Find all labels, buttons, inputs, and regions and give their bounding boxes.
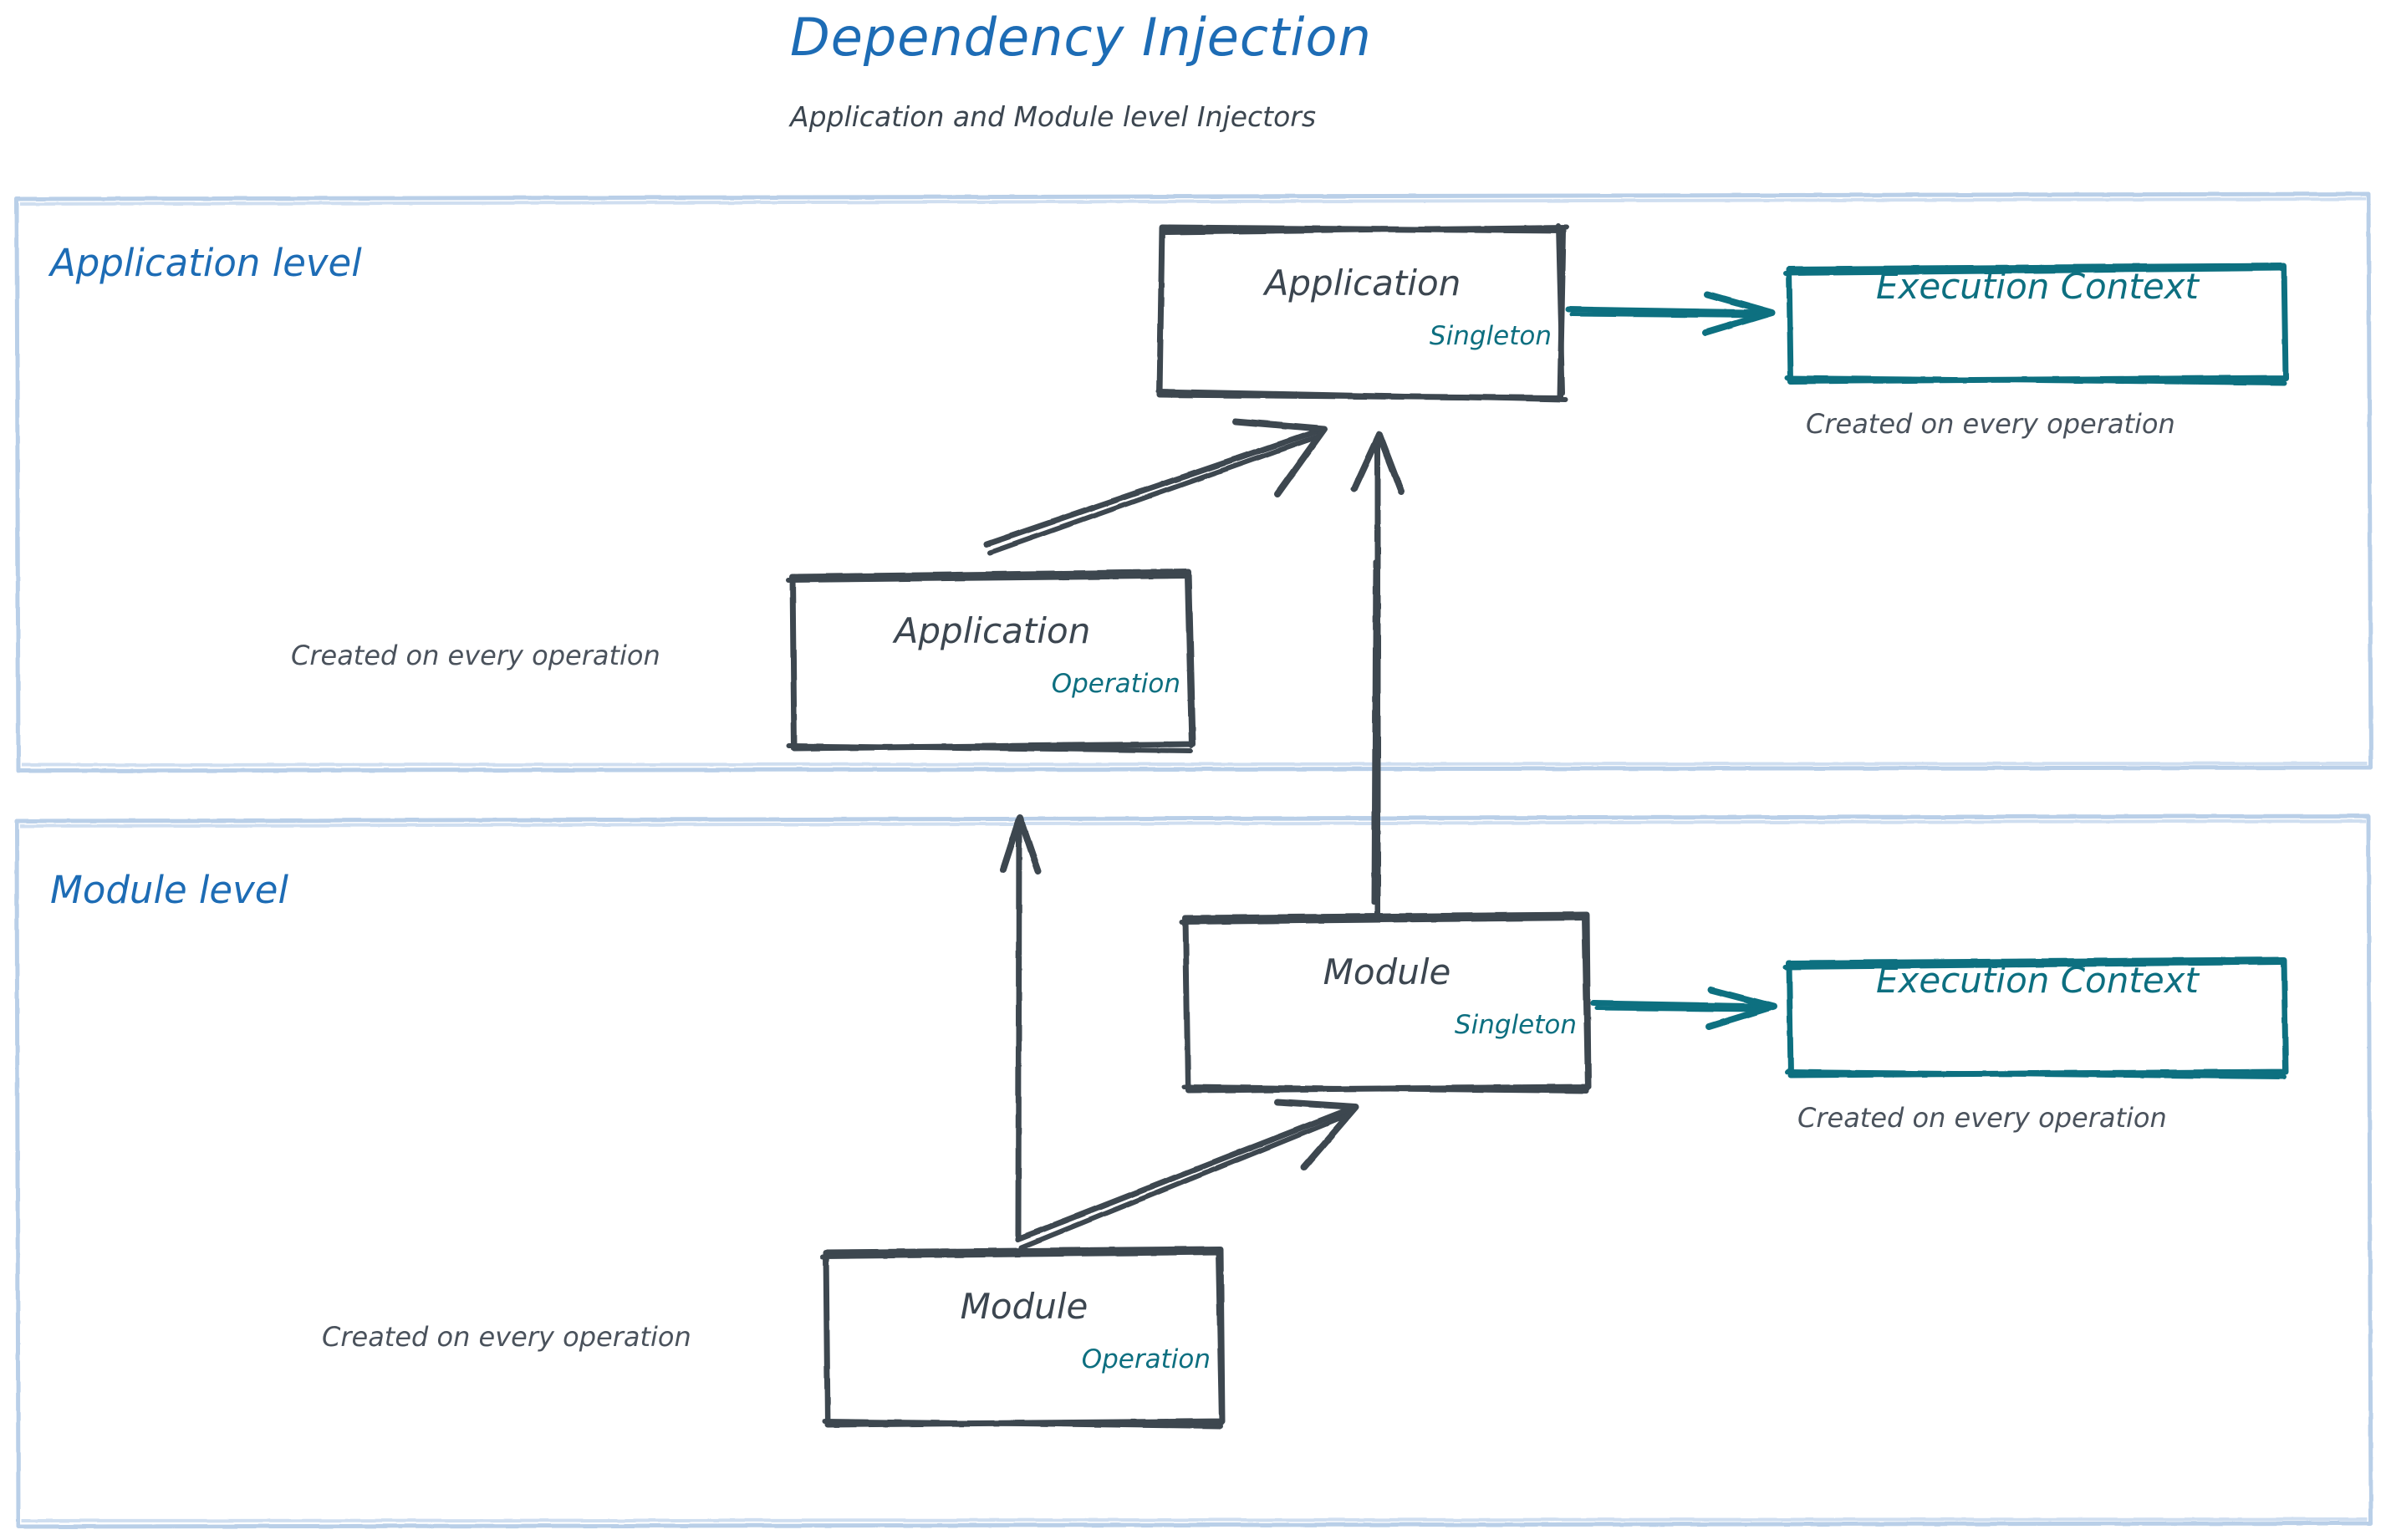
node-application-singleton[interactable]: Application Singleton: [1162, 227, 1563, 398]
node-box-module-singleton[interactable]: [1180, 911, 1592, 1094]
node-title-module-singleton: Module: [1323, 951, 1451, 992]
node-scope-module-operation: Operation: [1081, 1344, 1211, 1374]
panel-module-level: [14, 813, 2373, 1529]
arrow-module-operation-to-module-singleton: [1015, 1099, 1359, 1250]
node-execution-context-module[interactable]: Execution Context: [1789, 960, 2286, 1075]
node-box-execution-context-app[interactable]: [1783, 263, 2289, 385]
arrow-module-singleton-to-exec-context: [1590, 987, 1777, 1030]
arrow-app-singleton-to-exec-context: [1565, 291, 1776, 336]
arrow-app-operation-to-app-singleton: [983, 418, 1328, 555]
panel-application-level: [14, 191, 2373, 773]
node-title-execution-context-module: Execution Context: [1875, 960, 2200, 1001]
node-scope-application-singleton: Singleton: [1429, 321, 1552, 351]
node-title-application-operation: Application: [894, 610, 1091, 651]
page-title: Dependency Injection: [790, 7, 1372, 68]
node-execution-context-app[interactable]: Execution Context: [1789, 266, 2286, 381]
sidebar-item-application-level: Application level: [50, 241, 362, 285]
caption-module-operation: Created on every operation: [322, 1321, 691, 1353]
caption-app-operation: Created on every operation: [291, 640, 660, 671]
node-module-operation[interactable]: Module Operation: [826, 1249, 1222, 1423]
node-scope-module-singleton: Singleton: [1454, 1010, 1577, 1040]
caption-module-exec-context: Created on every operation: [1797, 1102, 2167, 1134]
node-box-module-operation[interactable]: [820, 1246, 1226, 1429]
node-scope-application-operation: Operation: [1051, 669, 1180, 699]
sidebar-item-module-level: Module level: [50, 868, 288, 912]
node-title-application-singleton: Application: [1264, 263, 1461, 303]
caption-app-exec-context: Created on every operation: [1806, 408, 2175, 440]
node-title-execution-context-app: Execution Context: [1875, 266, 2200, 307]
node-module-singleton[interactable]: Module Singleton: [1185, 915, 1588, 1089]
node-box-application-singleton[interactable]: [1156, 223, 1569, 402]
arrow-module-operation-to-app-operation: [1000, 814, 1042, 1239]
page-subtitle: Application and Module level Injectors: [790, 100, 1317, 133]
arrow-module-singleton-to-app-singleton: [1351, 431, 1405, 920]
node-title-module-operation: Module: [960, 1286, 1088, 1327]
node-box-execution-context-module[interactable]: [1783, 956, 2289, 1079]
node-box-application-operation[interactable]: [786, 569, 1196, 753]
node-application-operation[interactable]: Application Operation: [793, 574, 1192, 747]
